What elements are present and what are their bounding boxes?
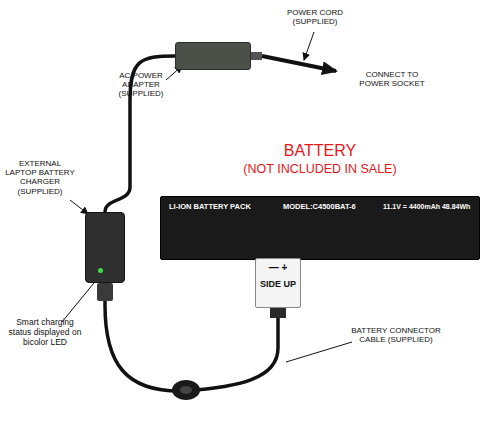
battery-print: LI-ION BATTERY PACK bbox=[169, 203, 279, 212]
callout-label: POWER CORD (SUPPLIED) bbox=[282, 8, 348, 26]
leader-arrow bbox=[70, 200, 88, 214]
leader-line bbox=[286, 342, 352, 362]
battery-note: (NOT INCLUDED IN SALE) bbox=[230, 162, 410, 176]
battery-connector: — + SIDE UP bbox=[255, 258, 301, 308]
battery-print: MODEL:C4500BAT-6 bbox=[283, 203, 383, 212]
external-charger: EXTERNAL LAPTOP BATTERY CHARGER (SUPPLIE… bbox=[85, 212, 125, 283]
battery-connector-cable bbox=[105, 283, 278, 391]
battery-pack: LI-ION BATTERY PACK MODEL:C4500BAT-611.1V… bbox=[160, 196, 480, 260]
ac-adapter: AC POWER ADAPTER (SUPPLIED) bbox=[175, 42, 251, 70]
led-callout: Smart charging status displayed on bicol… bbox=[4, 318, 86, 347]
battery-heading: BATTERY bbox=[250, 142, 390, 160]
leader-line bbox=[62, 278, 98, 322]
bicolor-led bbox=[98, 268, 103, 273]
callout-label: BATTERY CONNECTOR CABLE (SUPPLIED) bbox=[348, 326, 444, 344]
ferrite-bead bbox=[172, 380, 200, 400]
polarity-mark: — + bbox=[258, 262, 298, 274]
charger-plug bbox=[97, 283, 113, 301]
cord-plug bbox=[250, 52, 262, 60]
dc-cable bbox=[105, 56, 175, 212]
connector-strain-relief bbox=[270, 308, 286, 318]
callout-label: EXTERNAL LAPTOP BATTERY CHARGER (SUPPLIE… bbox=[4, 159, 76, 196]
callout-label: AC POWER ADAPTER (SUPPLIED) bbox=[110, 71, 172, 99]
power-cord bbox=[262, 56, 336, 71]
leader-arrow bbox=[304, 32, 314, 60]
battery-print: 11.1V = 4400mAh 48.84Wh bbox=[383, 203, 479, 211]
orientation-mark: SIDE UP bbox=[258, 279, 298, 289]
callout-label: CONNECT TO POWER SOCKET bbox=[352, 70, 432, 88]
ferrite-bead bbox=[180, 386, 192, 394]
